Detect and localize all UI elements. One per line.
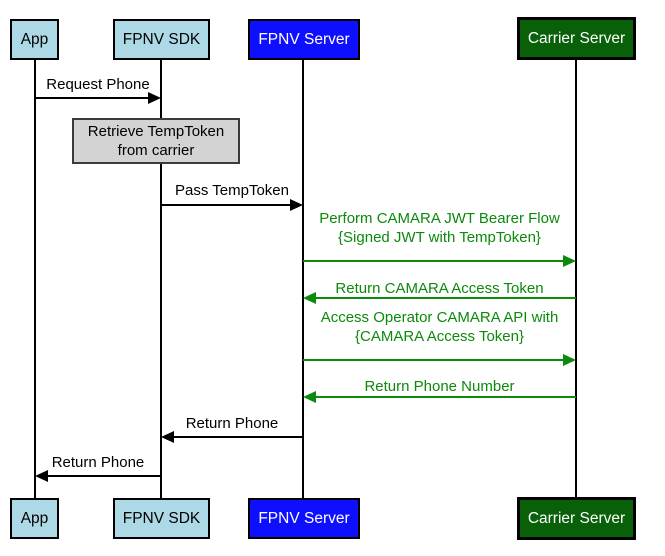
actor-fpnv-server-bottom: FPNV Server	[248, 498, 360, 539]
arrowhead-icon	[148, 92, 161, 104]
message-line-2: {Signed JWT with TempToken}	[338, 229, 541, 246]
lifeline-fpnv-sdk	[160, 60, 162, 498]
actor-fpnv-server-top: FPNV Server	[248, 19, 360, 60]
actor-fpnv-sdk-bottom: FPNV SDK	[113, 498, 210, 539]
arrowhead-icon	[563, 255, 576, 267]
arrow-return-access-token	[303, 292, 576, 304]
arrowhead-icon	[290, 199, 303, 211]
arrowhead-icon	[563, 354, 576, 366]
message-label-return-phone-sdk: Return Phone	[185, 415, 279, 432]
arrow-line	[161, 204, 296, 206]
arrow-return-phone-number	[303, 391, 576, 403]
arrow-line	[303, 359, 569, 361]
arrow-line	[168, 436, 303, 438]
arrow-request-phone	[35, 92, 161, 104]
note-retrieve-temptoken: Retrieve TempToken from carrier	[72, 118, 240, 164]
arrowhead-icon	[161, 431, 174, 443]
arrow-line	[35, 97, 154, 99]
arrow-line	[310, 297, 576, 299]
arrow-return-phone-sdk	[161, 431, 303, 443]
actor-carrier-server-bottom: Carrier Server	[517, 497, 636, 540]
arrow-line	[42, 475, 161, 477]
arrowhead-icon	[303, 292, 316, 304]
message-label-request-phone: Request Phone	[46, 76, 150, 93]
message-label-return-phone-app: Return Phone	[51, 454, 145, 471]
arrow-access-camara-api	[303, 354, 576, 366]
arrow-line	[303, 260, 569, 262]
message-label-return-phone-number: Return Phone Number	[364, 378, 515, 395]
arrow-pass-temptoken	[161, 199, 303, 211]
arrowhead-icon	[303, 391, 316, 403]
lifeline-app	[34, 60, 36, 498]
lifeline-carrier-server	[575, 60, 577, 498]
actor-carrier-server-top: Carrier Server	[517, 17, 636, 60]
message-label-jwt-bearer-flow: Perform CAMARA JWT Bearer Flow {Signed J…	[303, 209, 576, 247]
message-label-access-camara-api: Access Operator CAMARA API with {CAMARA …	[303, 308, 576, 346]
lifeline-fpnv-server	[302, 60, 304, 498]
actor-fpnv-sdk-top: FPNV SDK	[113, 19, 210, 60]
arrow-jwt-bearer-flow	[303, 255, 576, 267]
arrow-line	[310, 396, 576, 398]
message-line-2: {CAMARA Access Token}	[355, 328, 524, 345]
message-line-1: Access Operator CAMARA API with	[320, 309, 559, 326]
actor-app-bottom: App	[10, 498, 59, 539]
arrowhead-icon	[35, 470, 48, 482]
message-label-return-access-token: Return CAMARA Access Token	[335, 280, 544, 297]
message-label-pass-temptoken: Pass TempToken	[175, 182, 289, 199]
message-line-1: Perform CAMARA JWT Bearer Flow	[319, 210, 560, 227]
note-line-1: Retrieve TempToken	[87, 123, 225, 140]
actor-app-top: App	[10, 19, 59, 60]
note-line-2: from carrier	[117, 142, 195, 159]
arrow-return-phone-app	[35, 470, 161, 482]
